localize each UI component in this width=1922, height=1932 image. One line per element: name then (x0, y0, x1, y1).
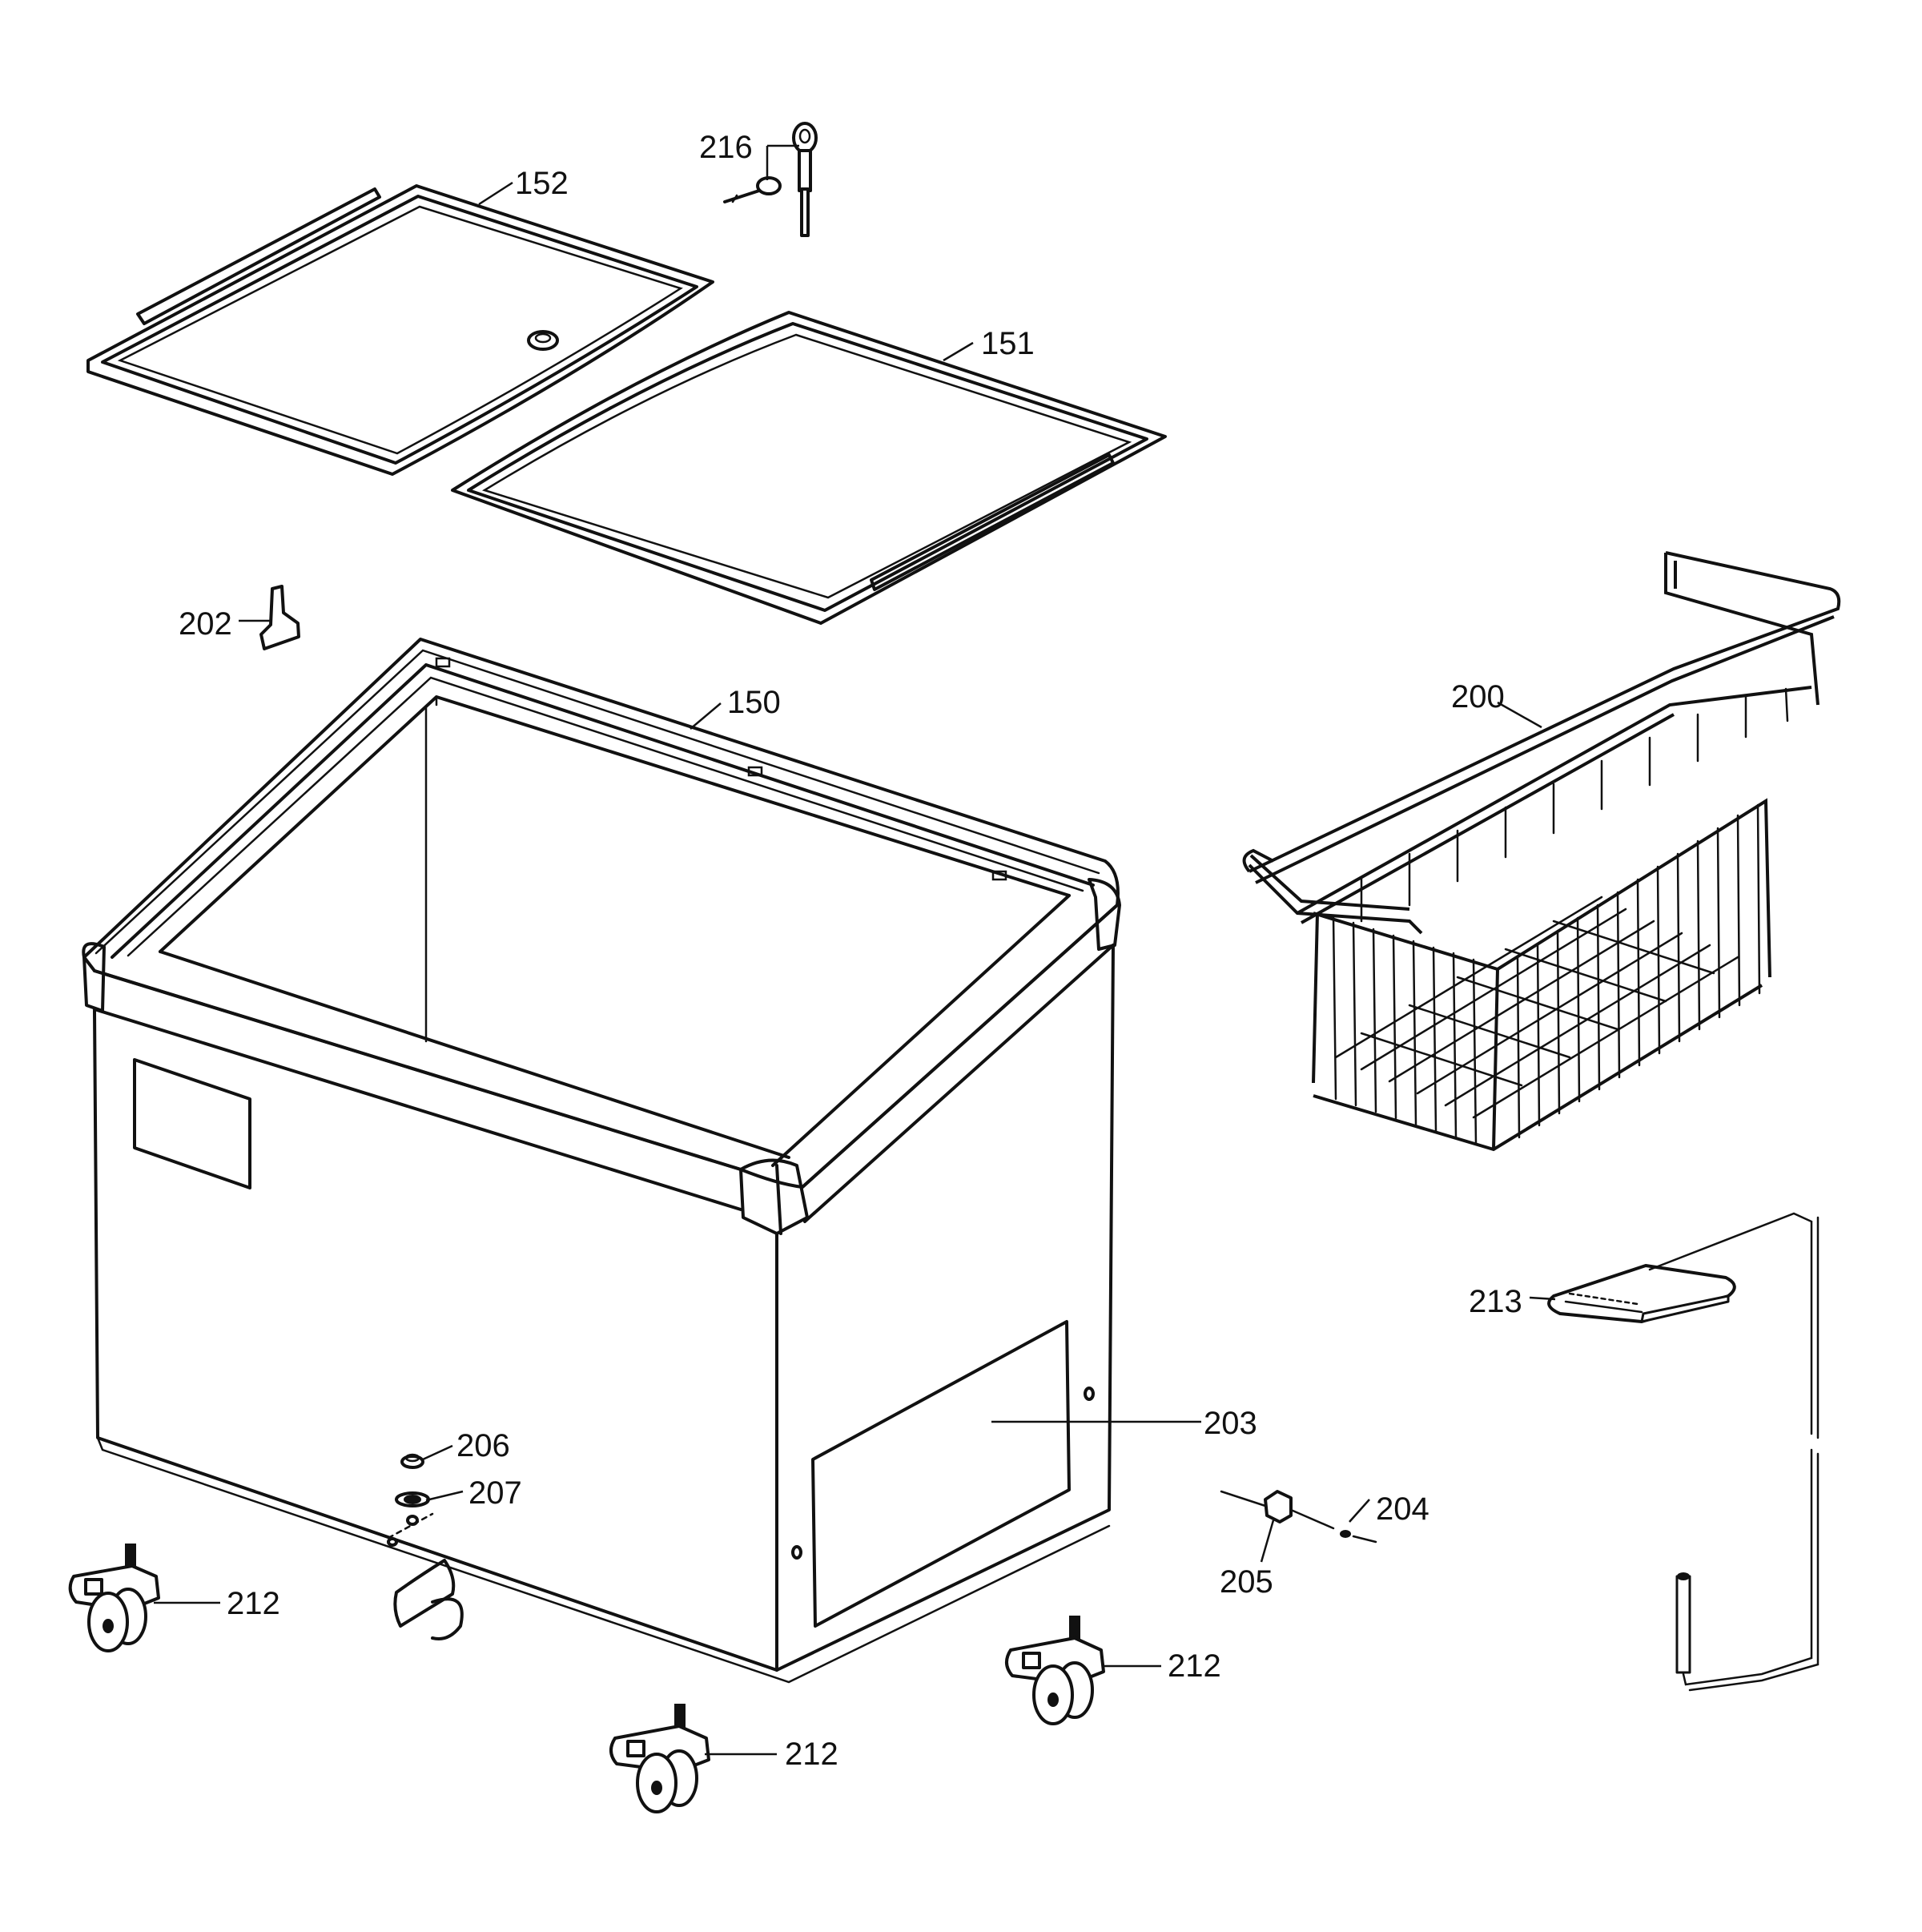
callout-150: 150 (727, 685, 781, 720)
thermostat-part (1547, 1212, 1819, 1692)
lamp-parts (1220, 1490, 1377, 1544)
lid-rear-part (86, 184, 714, 476)
caster-right-part (1005, 1616, 1105, 1725)
drain-parts (387, 1453, 434, 1547)
callout-202: 202 (179, 606, 232, 642)
callout-205: 205 (1220, 1564, 1273, 1600)
callout-labels: 152 216 151 202 150 200 213 203 206 207 … (179, 130, 1522, 1772)
lid-bracket-part (259, 585, 300, 650)
caster-center-part (609, 1704, 710, 1813)
leader-lines (154, 144, 1556, 1756)
callout-151: 151 (981, 326, 1035, 361)
callout-204: 204 (1376, 1491, 1429, 1527)
caster-left-part (68, 1544, 160, 1652)
callout-216: 216 (699, 130, 753, 165)
callout-200: 200 (1451, 679, 1505, 714)
callout-203: 203 (1204, 1406, 1257, 1441)
callout-152: 152 (515, 166, 569, 201)
callout-207: 207 (468, 1475, 522, 1511)
callout-212-center: 212 (785, 1737, 838, 1772)
callout-206: 206 (456, 1428, 510, 1463)
lid-front-part (451, 311, 1167, 625)
callout-213: 213 (1469, 1284, 1522, 1319)
callout-212-right: 212 (1168, 1648, 1221, 1684)
basket-part (1242, 551, 1841, 1152)
callout-212-left: 212 (227, 1586, 280, 1621)
cabinet-part (82, 638, 1121, 1684)
